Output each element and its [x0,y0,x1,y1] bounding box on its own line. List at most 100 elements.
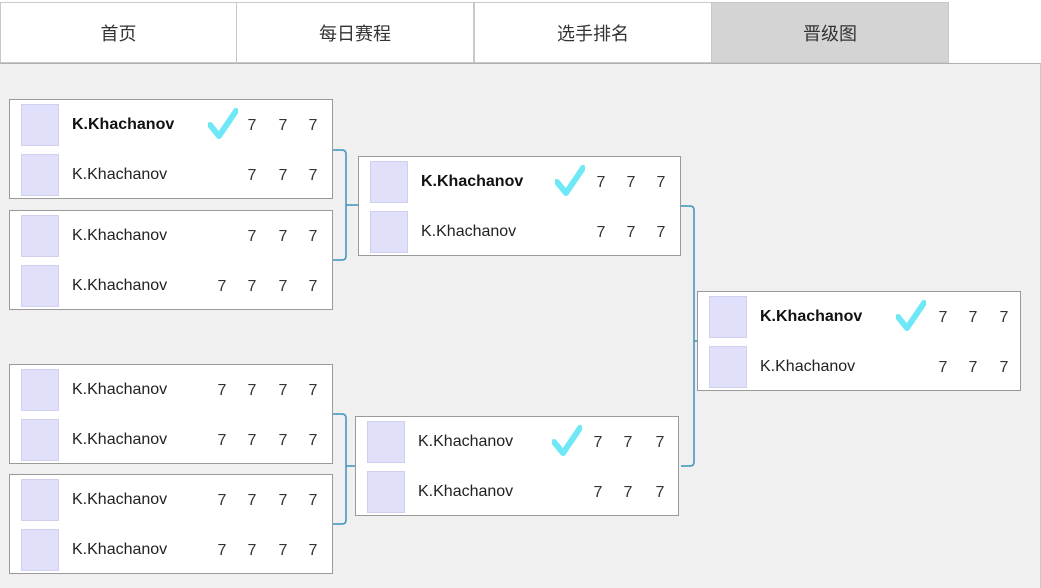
set-score: 7 [308,117,318,134]
set-score: 7 [217,278,227,295]
player-row: K.Khachanov 7 7 7 7 [10,475,332,525]
set-score: 7 [308,432,318,449]
nav-tabs: 首页 每日赛程 选手排名 晋级图 [0,0,949,64]
set-score: 7 [596,224,606,241]
player-row: K.Khachanov 7 7 7 7 [10,365,332,415]
player-row: K.Khachanov 7 7 7 [698,292,1020,342]
player-name[interactable]: K.Khachanov [72,541,168,558]
set-score: 7 [278,432,288,449]
set-score: 7 [247,492,257,509]
set-score: 7 [247,278,257,295]
player-name[interactable]: K.Khachanov [72,116,175,133]
set-score: 7 [999,359,1009,376]
set-score: 7 [217,542,227,559]
set-score: 7 [308,382,318,399]
set-score: 7 [247,432,257,449]
set-score: 7 [938,359,948,376]
player-avatar [21,369,59,411]
tab-bracket[interactable]: 晋级图 [711,2,949,63]
winner-check-icon [207,108,239,140]
player-name[interactable]: K.Khachanov [72,491,168,508]
player-name[interactable]: K.Khachanov [72,166,168,183]
player-name[interactable]: K.Khachanov [72,277,168,294]
tab-player-rankings[interactable]: 选手排名 [474,2,712,63]
set-score: 7 [656,174,666,191]
player-row: K.Khachanov 7 7 7 [356,467,678,517]
set-score: 7 [278,542,288,559]
player-row: K.Khachanov 7 7 7 [10,150,332,200]
player-avatar [21,419,59,461]
player-avatar [367,471,405,513]
player-row: K.Khachanov 7 7 7 [10,211,332,261]
player-name[interactable]: K.Khachanov [418,433,514,450]
set-score: 7 [278,278,288,295]
winner-check-icon [895,300,927,332]
set-score: 7 [999,309,1009,326]
set-score: 7 [278,492,288,509]
set-score: 7 [247,228,257,245]
bracket-connector [333,413,355,525]
set-score: 7 [278,167,288,184]
set-score: 7 [278,117,288,134]
player-row: K.Khachanov 7 7 7 [359,157,680,207]
player-name[interactable]: K.Khachanov [421,173,524,190]
winner-check-icon [551,425,583,457]
set-score: 7 [247,382,257,399]
set-score: 7 [308,228,318,245]
player-avatar [709,346,747,388]
set-score: 7 [623,484,633,501]
set-score: 7 [308,278,318,295]
player-row: K.Khachanov 7 7 7 [10,100,332,150]
player-name[interactable]: K.Khachanov [418,483,514,500]
player-avatar [370,161,408,203]
set-score: 7 [596,174,606,191]
player-name[interactable]: K.Khachanov [421,223,517,240]
tab-daily-schedule[interactable]: 每日赛程 [236,2,474,63]
player-avatar [21,529,59,571]
player-avatar [367,421,405,463]
bracket-connector [333,149,358,261]
set-score: 7 [217,492,227,509]
player-name[interactable]: K.Khachanov [72,431,168,448]
set-score: 7 [247,542,257,559]
player-name[interactable]: K.Khachanov [760,308,863,325]
set-score: 7 [968,309,978,326]
player-row: K.Khachanov 7 7 7 7 [10,261,332,311]
set-score: 7 [247,117,257,134]
set-score: 7 [308,492,318,509]
set-score: 7 [278,228,288,245]
set-score: 7 [655,484,665,501]
player-avatar [370,211,408,253]
player-avatar [21,215,59,257]
player-row: K.Khachanov 7 7 7 7 [10,415,332,465]
player-avatar [21,104,59,146]
player-name[interactable]: K.Khachanov [72,227,168,244]
set-score: 7 [308,167,318,184]
set-score: 7 [593,434,603,451]
set-score: 7 [938,309,948,326]
player-name[interactable]: K.Khachanov [760,358,856,375]
winner-check-icon [554,165,586,197]
player-avatar [709,296,747,338]
set-score: 7 [278,382,288,399]
set-score: 7 [217,432,227,449]
set-score: 7 [626,174,636,191]
player-avatar [21,154,59,196]
tab-home[interactable]: 首页 [0,2,237,63]
set-score: 7 [247,167,257,184]
set-score: 7 [593,484,603,501]
set-score: 7 [217,382,227,399]
player-name[interactable]: K.Khachanov [72,381,168,398]
